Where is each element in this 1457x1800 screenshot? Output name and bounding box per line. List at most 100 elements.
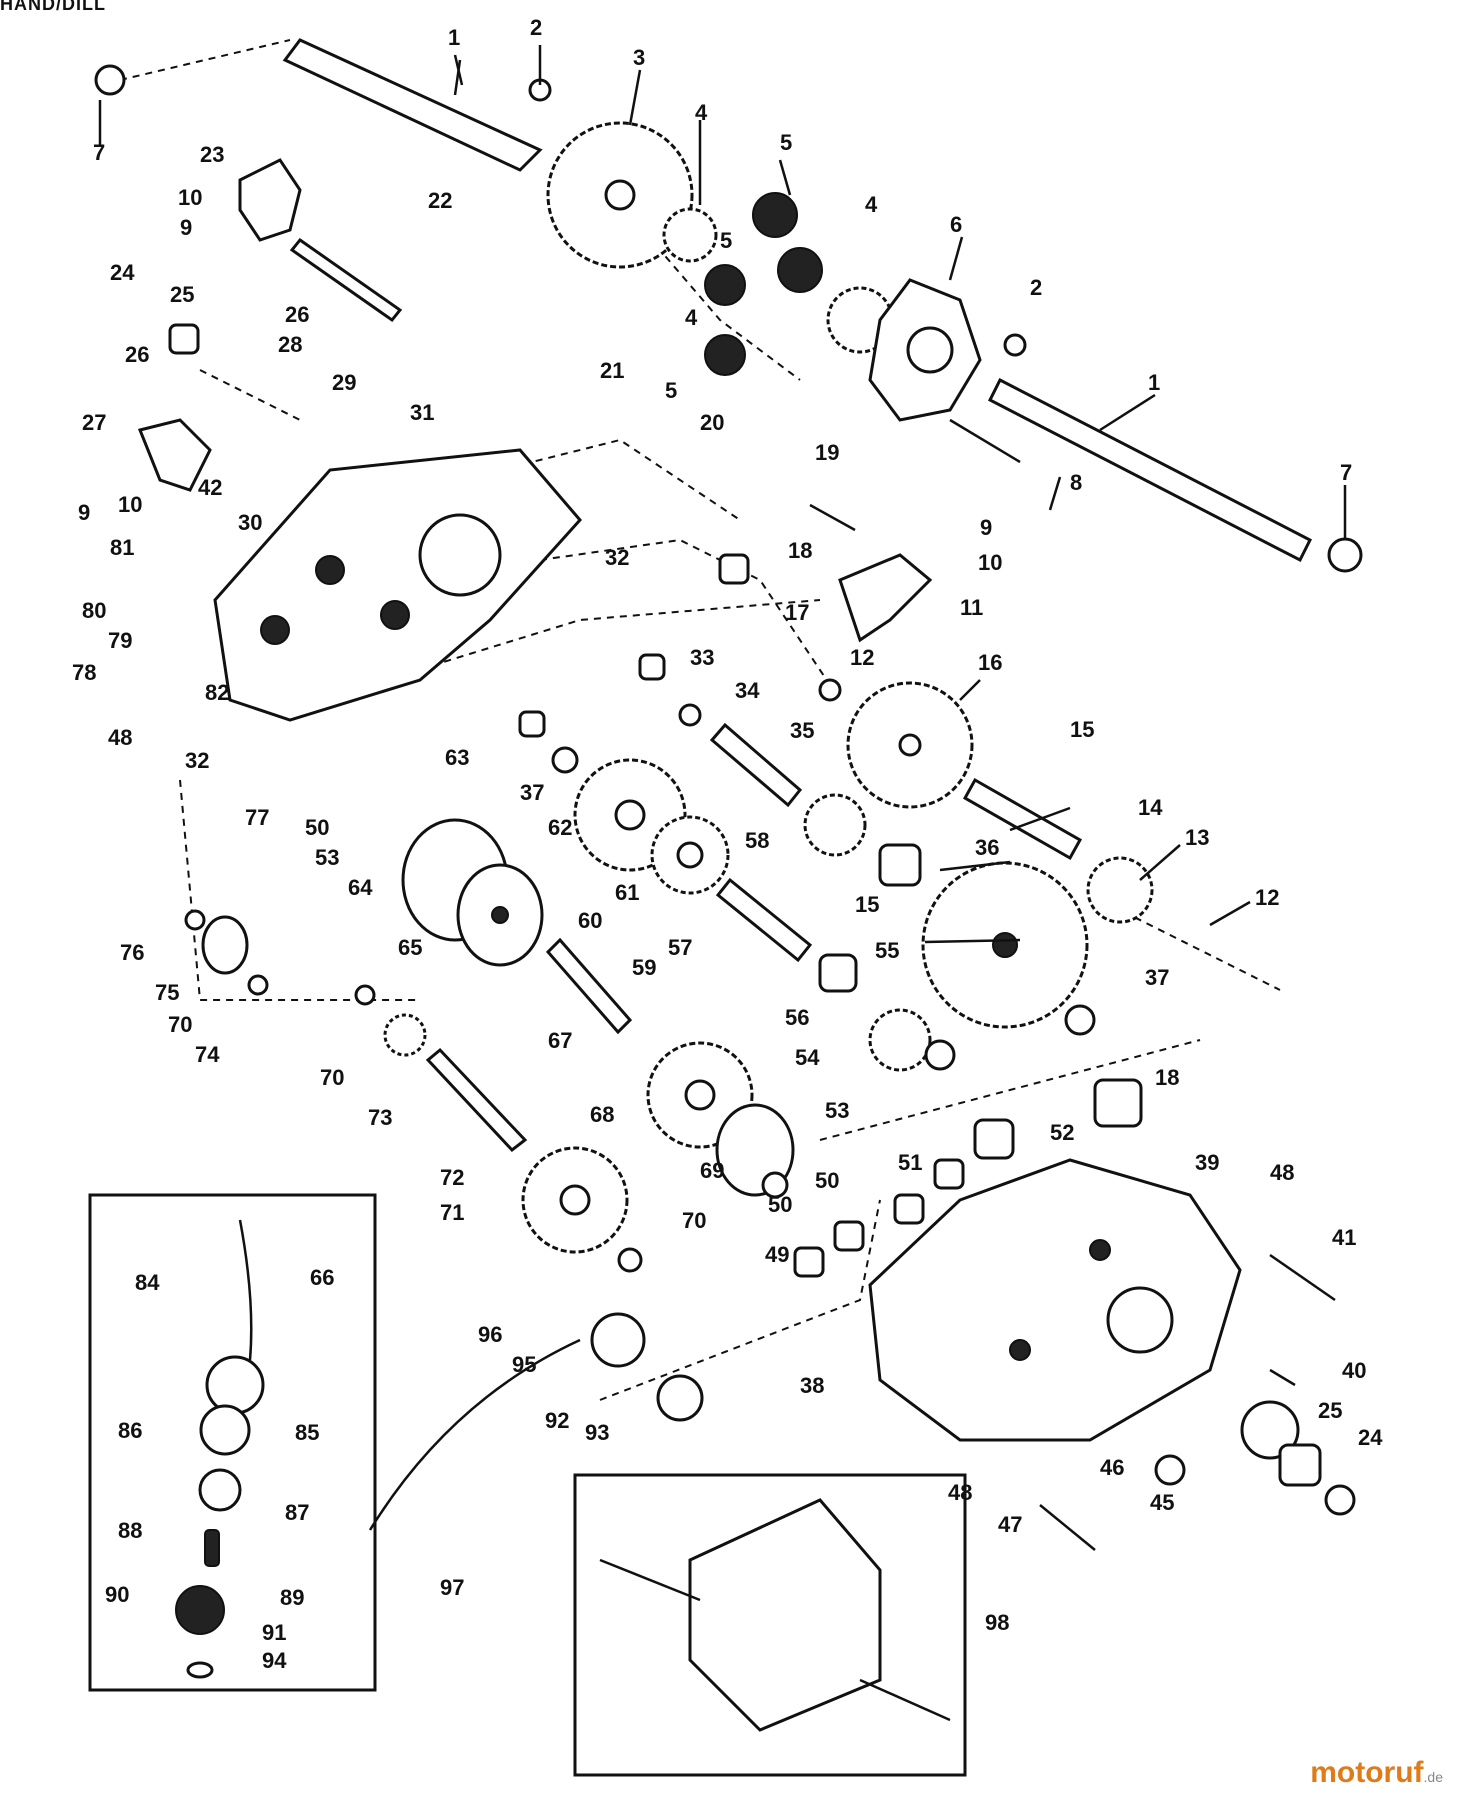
callout-35: 35	[790, 718, 814, 743]
gear-55	[921, 861, 1089, 1029]
callout-48-c: 48	[108, 725, 132, 750]
callout-34: 34	[735, 678, 760, 703]
bearing-plate-6	[868, 278, 982, 422]
shift-fork-23	[238, 158, 302, 242]
callout-48: 48	[1270, 1160, 1294, 1185]
callout-24: 24	[110, 260, 135, 285]
callout-86: 86	[118, 1418, 142, 1443]
gear-58	[803, 793, 867, 857]
callout-53: 53	[315, 845, 339, 870]
callout-84: 84	[135, 1270, 160, 1295]
callout-85: 85	[295, 1420, 319, 1445]
shaft-14	[962, 777, 1083, 861]
callout-68: 68	[590, 1102, 614, 1127]
callout-69: 69	[700, 1158, 724, 1183]
callout-67: 67	[548, 1028, 572, 1053]
callout-82: 82	[205, 680, 229, 705]
callout-77: 77	[245, 805, 269, 830]
callout-62: 62	[548, 815, 572, 840]
callout-2: 2	[530, 15, 542, 40]
callout-15: 15	[1070, 717, 1094, 742]
shaft-72	[425, 1047, 528, 1153]
callout-46: 46	[1100, 1455, 1124, 1480]
watermark-name: motoruf	[1310, 1756, 1424, 1789]
callout-40: 40	[1342, 1358, 1366, 1383]
callout-57: 57	[668, 935, 692, 960]
callout-33: 33	[690, 645, 714, 670]
header-fragment: HAND/DILL	[0, 0, 106, 14]
shaft-1-upper	[282, 38, 543, 172]
callout-47: 47	[998, 1512, 1022, 1537]
callout-70-c: 70	[682, 1208, 706, 1233]
cluster-gears-5	[704, 192, 823, 376]
gear-3	[546, 121, 694, 269]
callout-54: 54	[795, 1045, 820, 1070]
callout-63: 63	[445, 745, 469, 770]
callout-7: 7	[93, 140, 105, 165]
callout-7-b: 7	[1340, 460, 1352, 485]
callout-25: 25	[170, 282, 194, 307]
callout-66: 66	[310, 1265, 334, 1290]
callout-20: 20	[700, 410, 724, 435]
callout-98: 98	[985, 1610, 1009, 1635]
washers	[94, 64, 1363, 1516]
gear-54	[868, 1008, 932, 1072]
callout-50-c: 50	[768, 1192, 792, 1217]
callout-72: 72	[440, 1165, 464, 1190]
callout-58: 58	[745, 828, 769, 853]
gear-71	[521, 1146, 629, 1254]
shaft-1-lower	[987, 377, 1313, 563]
callout-26-b: 26	[125, 342, 149, 367]
callout-97: 97	[440, 1575, 464, 1600]
callout-19: 19	[815, 440, 839, 465]
callout-18-b: 18	[1155, 1065, 1179, 1090]
callout-73: 73	[368, 1105, 392, 1130]
callout-27: 27	[82, 410, 106, 435]
callout-labels: 1 2 3 4 5 5 4 6 2 1 7 7 8 9 10 11 12 13 …	[72, 15, 1383, 1673]
callout-41: 41	[1332, 1225, 1356, 1250]
callout-10: 10	[978, 550, 1002, 575]
callout-65: 65	[398, 935, 422, 960]
callout-52: 52	[1050, 1120, 1074, 1145]
shift-fork-11	[838, 553, 933, 643]
callout-30: 30	[238, 510, 262, 535]
callout-32-b: 32	[185, 748, 209, 773]
callout-59: 59	[632, 955, 656, 980]
callout-90: 90	[105, 1582, 129, 1607]
callout-95: 95	[512, 1352, 536, 1377]
callout-17: 17	[785, 600, 809, 625]
callout-36: 36	[975, 835, 999, 860]
callout-81: 81	[110, 535, 134, 560]
callout-5: 5	[780, 130, 792, 155]
callout-10-c: 10	[118, 492, 142, 517]
callout-37: 37	[520, 780, 544, 805]
callout-11: 11	[960, 595, 983, 620]
part-92-cable-bracket	[590, 1312, 704, 1422]
callout-22: 22	[428, 188, 452, 213]
gear-73	[383, 1013, 427, 1057]
callout-5-c: 5	[665, 378, 677, 403]
callout-64: 64	[348, 875, 373, 900]
callout-96: 96	[478, 1322, 502, 1347]
callout-38: 38	[800, 1373, 824, 1398]
callout-24-b: 24	[1358, 1425, 1383, 1450]
shaft-59	[545, 937, 633, 1035]
callout-6: 6	[950, 212, 962, 237]
callout-42: 42	[198, 475, 222, 500]
callout-55: 55	[875, 938, 899, 963]
watermark-logo: motoruf.de	[1310, 1756, 1443, 1790]
callout-37-b: 37	[1145, 965, 1169, 990]
callout-2-b: 2	[1030, 275, 1042, 300]
inset-box-97	[88, 1193, 581, 1692]
callout-89: 89	[280, 1585, 304, 1610]
callout-39: 39	[1195, 1150, 1219, 1175]
callout-15-b: 15	[855, 892, 879, 917]
callout-71: 71	[440, 1200, 464, 1225]
callout-87: 87	[285, 1500, 309, 1525]
callout-88: 88	[118, 1518, 142, 1543]
callout-14: 14	[1138, 795, 1163, 820]
gear-61	[650, 815, 730, 895]
housing-half-39	[868, 1158, 1300, 1460]
callout-9-b: 9	[180, 215, 192, 240]
